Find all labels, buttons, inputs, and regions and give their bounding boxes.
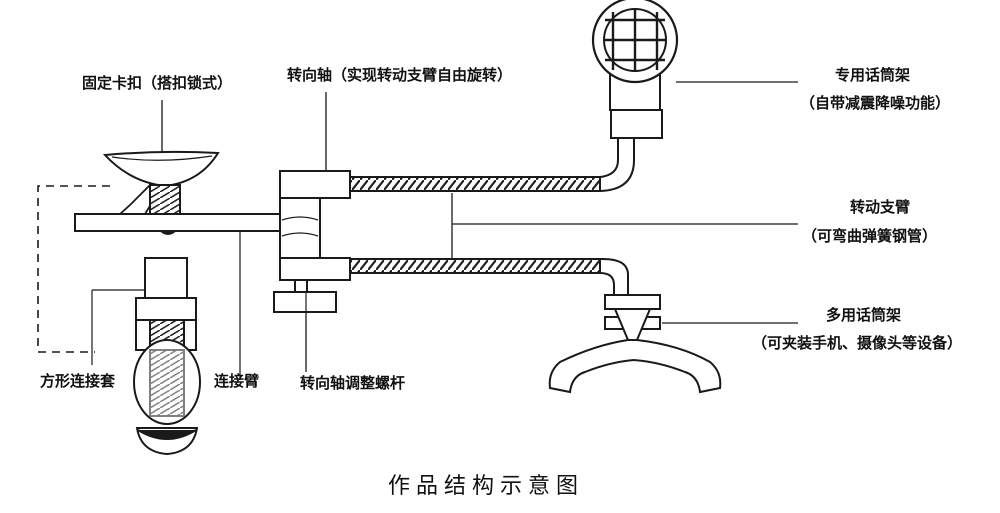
label-connecting-arm: 连接臂 (214, 372, 260, 390)
label-fixed-clip: 固定卡扣（搭扣锁式） (82, 74, 233, 92)
label-rotating-arm-title: 转动支臂 (850, 198, 911, 216)
square-sleeve-top (144, 257, 188, 301)
shaft-screw-nut (273, 291, 337, 313)
multi-holder-stand (548, 339, 722, 394)
square-sleeve (135, 297, 197, 321)
turning-shaft-top (279, 170, 351, 199)
label-multi-holder-note: （可夹装手机、摄像头等设备） (752, 334, 963, 352)
label-mic-holder-note: （自带减震降噪功能） (800, 94, 951, 112)
upper-spring-arm (349, 176, 601, 192)
clip-screw (149, 184, 181, 216)
label-mic-holder-title: 专用话筒架 (835, 66, 911, 84)
fixed-clip-bowl (102, 150, 220, 188)
diagram-caption: 作品结构示意图 (388, 474, 585, 499)
label-turning-shaft: 转向轴（实现转动支臂自由旋转） (287, 66, 513, 84)
turning-shaft-body (279, 197, 321, 259)
label-rotating-arm-note: （可弯曲弹簧钢管） (802, 227, 938, 245)
multi-holder-clamp (604, 294, 661, 310)
turning-shaft-bottom (279, 257, 351, 281)
label-square-sleeve: 方形连接套 (40, 372, 116, 390)
lower-spring-arm (349, 258, 601, 274)
connecting-arm (74, 213, 281, 232)
dashed-outline (37, 185, 110, 353)
mic-holder-base (610, 109, 663, 139)
label-shaft-screw: 转向轴调整螺杆 (300, 374, 406, 392)
label-multi-holder-title: 多用话筒架 (826, 306, 902, 324)
